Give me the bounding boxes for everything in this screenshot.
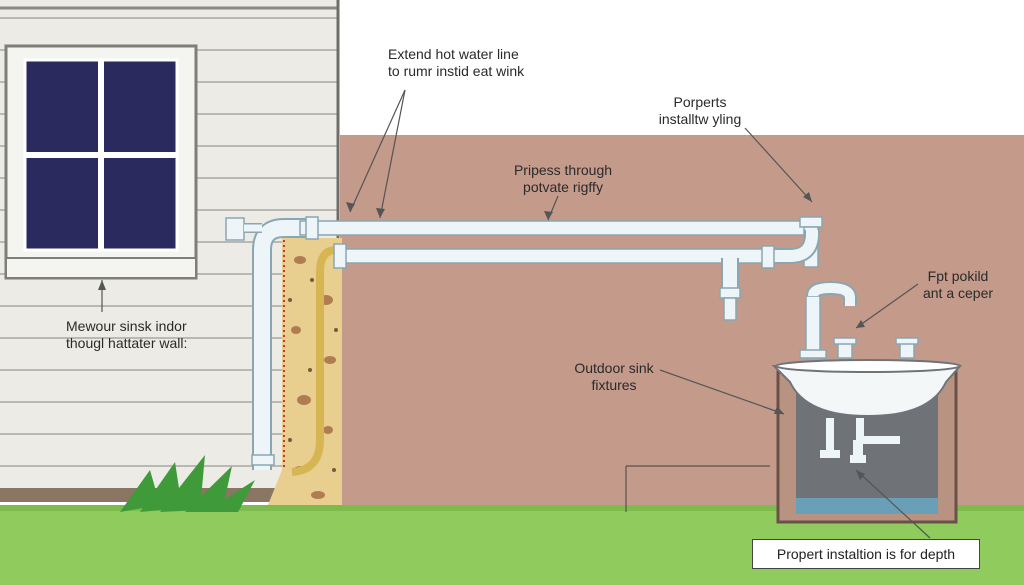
label-porperts-1: Porperts bbox=[673, 94, 727, 110]
label-inside-wall: Mewour sinsk indor thougl hattater wall: bbox=[66, 318, 187, 352]
lower-cold-pipe bbox=[333, 230, 820, 321]
label-pripess-1: Pripess through bbox=[513, 162, 613, 178]
label-outdoor-sink: Outdoor sink fixtures bbox=[564, 360, 664, 394]
label-outdoor-sink-1: Outdoor sink bbox=[574, 360, 654, 376]
label-fpt-pokild: Fpt pokild ant a ceper bbox=[898, 268, 1018, 302]
shrub bbox=[120, 455, 255, 512]
window bbox=[4, 44, 198, 280]
label-porperts-2: installtw yling bbox=[658, 111, 742, 127]
label-hot-water-line-2: to rumr instid eat wink bbox=[388, 63, 525, 79]
faucet bbox=[799, 280, 919, 359]
depth-caption: Propert instaltion is for depth bbox=[752, 539, 980, 569]
label-inside-wall-1: Mewour sinsk indor bbox=[66, 318, 187, 334]
riser-pipe bbox=[225, 217, 312, 470]
label-porperts: Porperts installtw yling bbox=[650, 94, 750, 128]
label-pripess-2: potvate rigffy bbox=[523, 179, 603, 195]
upper-hot-pipe bbox=[299, 216, 823, 268]
gold-supply-pipe bbox=[291, 246, 337, 476]
sink-basin bbox=[771, 359, 963, 418]
arrow-heads bbox=[98, 192, 865, 480]
label-outdoor-sink-2: fixtures bbox=[591, 377, 637, 393]
label-hot-water-line-1: Extend hot water line bbox=[388, 46, 519, 62]
leader-lines bbox=[101, 89, 931, 539]
label-fpt-pokild-1: Fpt pokild bbox=[927, 268, 989, 284]
label-pripess: Pripess through potvate rigffy bbox=[498, 162, 628, 196]
label-inside-wall-2: thougl hattater wall: bbox=[66, 335, 188, 351]
label-hot-water-line: Extend hot water line to rumr instid eat… bbox=[388, 46, 524, 80]
label-fpt-pokild-2: ant a ceper bbox=[922, 285, 994, 301]
